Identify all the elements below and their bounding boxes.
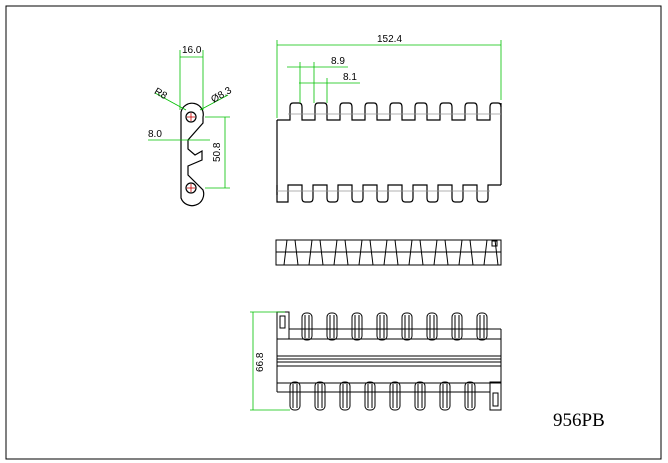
upper-knuckle: [426, 312, 438, 341]
end-knuckle: [489, 381, 502, 411]
sheet-border: [5, 5, 662, 460]
top-view-dimensions: [276, 40, 502, 118]
edge-view: [275, 239, 502, 266]
edge-tooth: [333, 239, 349, 266]
edge-tooth: [383, 239, 399, 266]
edge-tooth: [358, 239, 374, 266]
side-profile-dimensions: [148, 50, 230, 189]
upper-knuckle: [326, 312, 338, 341]
lower-knuckle: [464, 381, 476, 411]
edge-tooth: [308, 239, 324, 266]
upper-knuckle: [351, 312, 363, 341]
upper-knuckle: [301, 312, 313, 341]
edge-notch: [491, 240, 498, 247]
edge-tooth: [283, 239, 299, 266]
upper-knuckle: [451, 312, 463, 341]
lower-knuckle: [339, 381, 351, 411]
upper-knuckle: [376, 312, 388, 341]
edge-tooth: [483, 239, 499, 266]
lower-knuckle: [389, 381, 401, 411]
tooth-gap-label: 8.1: [343, 72, 357, 83]
upper-knuckle: [401, 312, 413, 341]
edge-tooth: [433, 239, 449, 266]
end-slot: [492, 392, 499, 407]
width-dimension-label: 16.0: [182, 45, 202, 56]
bottom-view-dimensions: [250, 311, 290, 411]
hole-diameter-label: Ø8.3: [209, 85, 234, 106]
lower-knuckle: [439, 381, 451, 411]
center-marks: [187, 113, 195, 192]
edge-tooth: [408, 239, 424, 266]
lower-knuckle: [314, 381, 326, 411]
lower-knuckle: [289, 381, 301, 411]
overall-width-label: 152.4: [377, 34, 402, 45]
lower-knuckle: [364, 381, 376, 411]
part-number: 956PB: [553, 410, 605, 431]
pitch-dimension-label: 50.8: [212, 142, 223, 162]
depth-dimension-label: 66.8: [255, 352, 266, 372]
tooth-pitch-label: 8.9: [331, 56, 345, 67]
offset-dimension-label: 8.0: [148, 129, 162, 140]
upper-knuckle: [476, 312, 488, 341]
top-view: [276, 102, 502, 203]
lower-knuckle: [414, 381, 426, 411]
side-profile-view: [180, 102, 205, 207]
hidden-lines: [277, 113, 501, 192]
edge-tooth: [458, 239, 474, 266]
bottom-view: [276, 311, 502, 411]
end-slot: [279, 315, 286, 329]
